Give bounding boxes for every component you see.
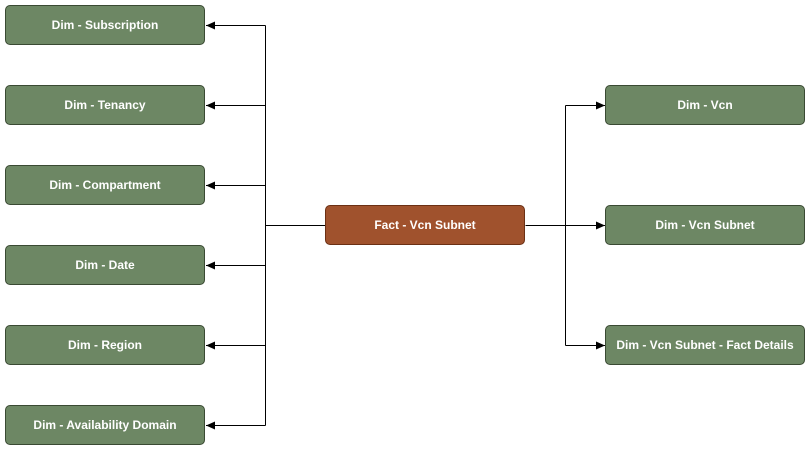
dim-region-label: Dim - Region: [68, 338, 142, 352]
dim-date-node[interactable]: Dim - Date: [5, 245, 205, 285]
dim-availability-domain-node[interactable]: Dim - Availability Domain: [5, 405, 205, 445]
dim-vcn-label: Dim - Vcn: [677, 98, 733, 112]
dim-vcn-node[interactable]: Dim - Vcn: [605, 85, 805, 125]
dim-date-label: Dim - Date: [75, 258, 135, 272]
dim-availability-domain-label: Dim - Availability Domain: [33, 418, 177, 432]
dim-subscription-node[interactable]: Dim - Subscription: [5, 5, 205, 45]
dim-region-node[interactable]: Dim - Region: [5, 325, 205, 365]
dim-vcn-subnet-label: Dim - Vcn Subnet: [655, 218, 755, 232]
dim-compartment-node[interactable]: Dim - Compartment: [5, 165, 205, 205]
dim-vcn-subnet-node[interactable]: Dim - Vcn Subnet: [605, 205, 805, 245]
dim-vcn-subnet-fact-details-node[interactable]: Dim - Vcn Subnet - Fact Details: [605, 325, 805, 365]
dim-compartment-label: Dim - Compartment: [49, 178, 161, 192]
dim-subscription-label: Dim - Subscription: [51, 18, 159, 32]
dim-vcn-subnet-fact-details-label: Dim - Vcn Subnet - Fact Details: [616, 338, 794, 352]
dim-tenancy-label: Dim - Tenancy: [64, 98, 146, 112]
fact-vcn-subnet-label: Fact - Vcn Subnet: [374, 218, 476, 232]
dim-tenancy-node[interactable]: Dim - Tenancy: [5, 85, 205, 125]
fact-vcn-subnet-node[interactable]: Fact - Vcn Subnet: [325, 205, 525, 245]
